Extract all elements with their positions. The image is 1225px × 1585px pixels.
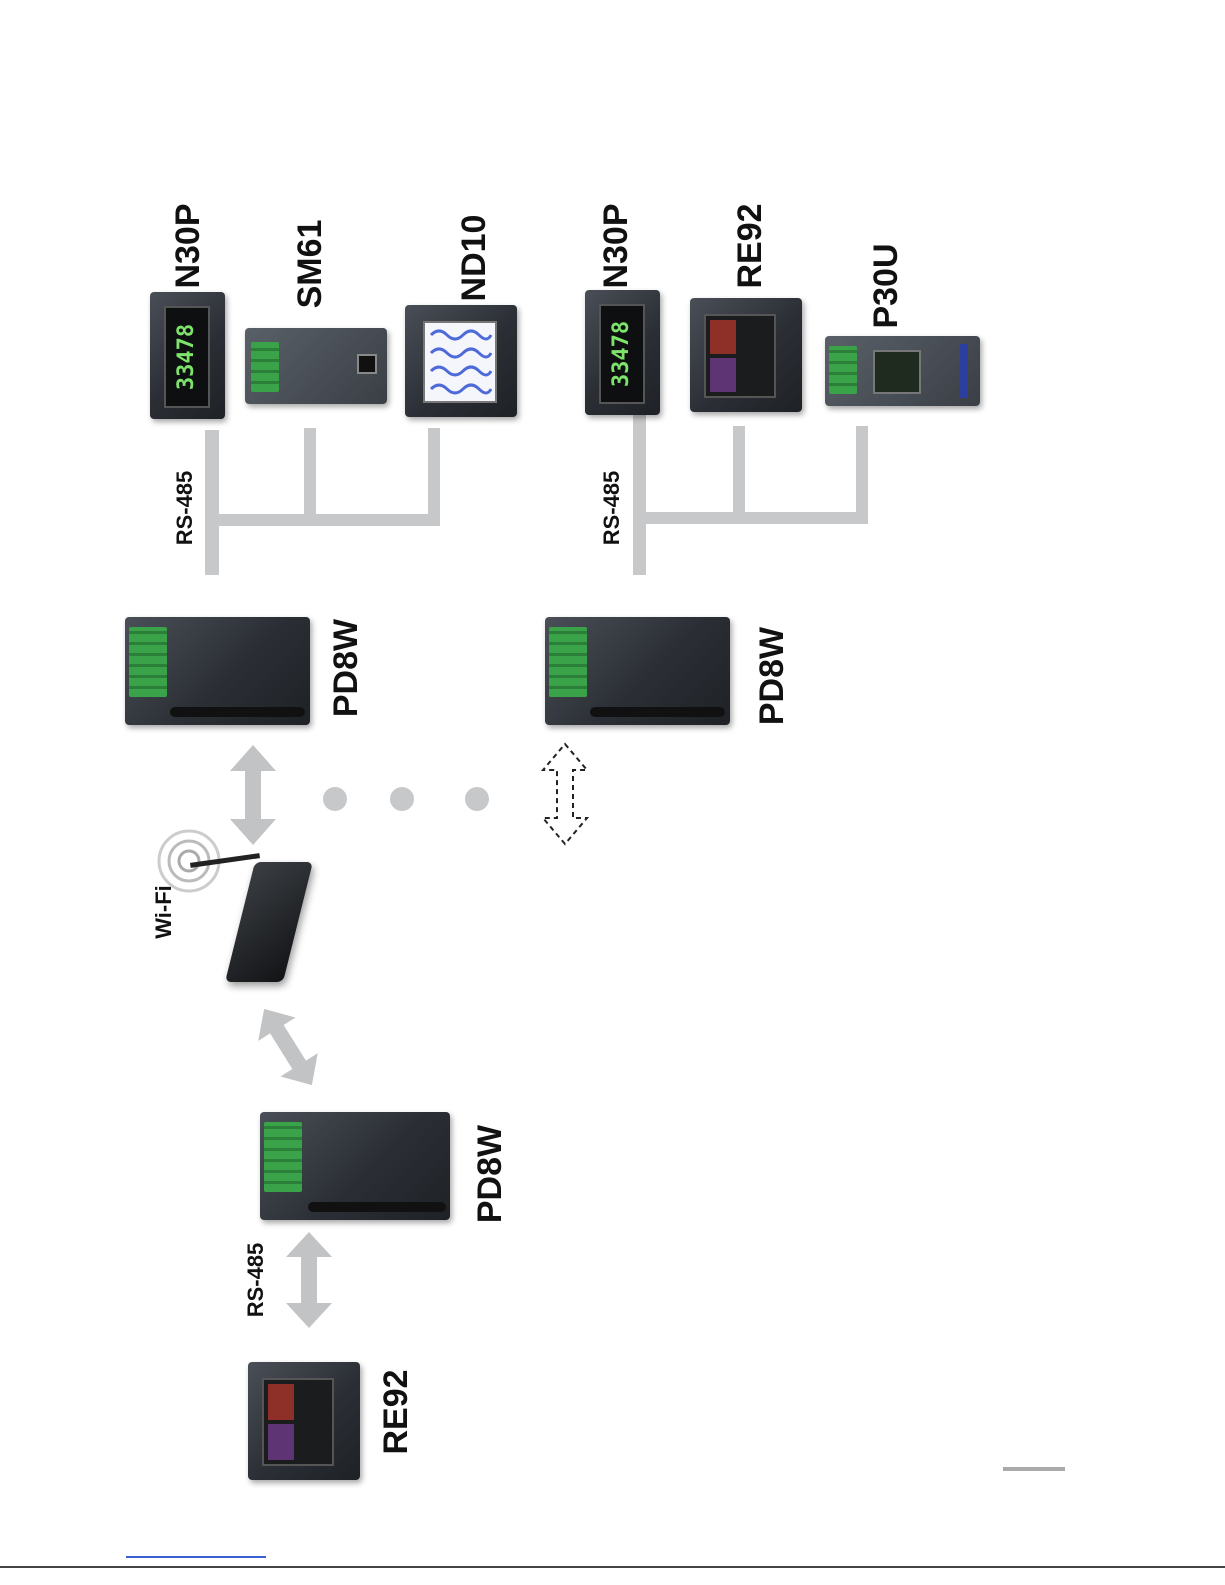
label-pd8w-right: PD8W — [752, 616, 792, 736]
wifi-router — [225, 862, 313, 982]
antenna-icon-right — [590, 707, 725, 717]
nd10-device — [405, 305, 517, 417]
re92-device-right — [690, 298, 802, 412]
antenna-icon — [170, 707, 305, 717]
label-wifi: Wi-Fi — [150, 852, 178, 972]
pd8w-device-bottom — [260, 1112, 450, 1220]
antenna-icon-bottom — [308, 1202, 446, 1212]
double-arrow-icon — [228, 745, 278, 845]
n30p-display-right: 33478 — [609, 305, 635, 403]
dashed-double-arrow-icon — [540, 742, 590, 846]
n30p-device-right: 33478 — [585, 290, 660, 415]
label-n30p-right: N30P — [596, 186, 636, 306]
pd8w-device-right — [545, 617, 730, 725]
page-link-underline — [126, 1556, 266, 1558]
rs485-label-bottom: RS-485 — [242, 1220, 270, 1340]
n30p-display-top: 33478 — [174, 308, 200, 406]
double-arrow-icon-bottom — [284, 1232, 334, 1328]
nd10-waveform-screen — [425, 323, 495, 401]
double-arrow-icon-diagonal — [252, 1002, 324, 1092]
label-n30p-top: N30P — [168, 186, 208, 306]
page-rule-right — [1003, 1467, 1065, 1471]
re92-device-bottom — [248, 1362, 360, 1480]
p30u-device — [825, 336, 980, 406]
label-nd10: ND10 — [454, 198, 494, 318]
label-p30u: P30U — [866, 226, 906, 346]
label-sm61: SM61 — [290, 204, 330, 324]
rs485-label-right: RS-485 — [598, 448, 626, 568]
rs485-label-top: RS-485 — [171, 448, 199, 568]
page-rule-bottom — [0, 1566, 1225, 1568]
label-pd8w-top: PD8W — [326, 608, 366, 728]
label-re92-bottom: RE92 — [376, 1352, 416, 1472]
label-re92-right: RE92 — [730, 186, 770, 306]
pd8w-device-top — [125, 617, 310, 725]
sm61-device — [245, 328, 387, 404]
label-pd8w-bottom: PD8W — [470, 1114, 510, 1234]
n30p-device-top: 33478 — [150, 292, 225, 419]
